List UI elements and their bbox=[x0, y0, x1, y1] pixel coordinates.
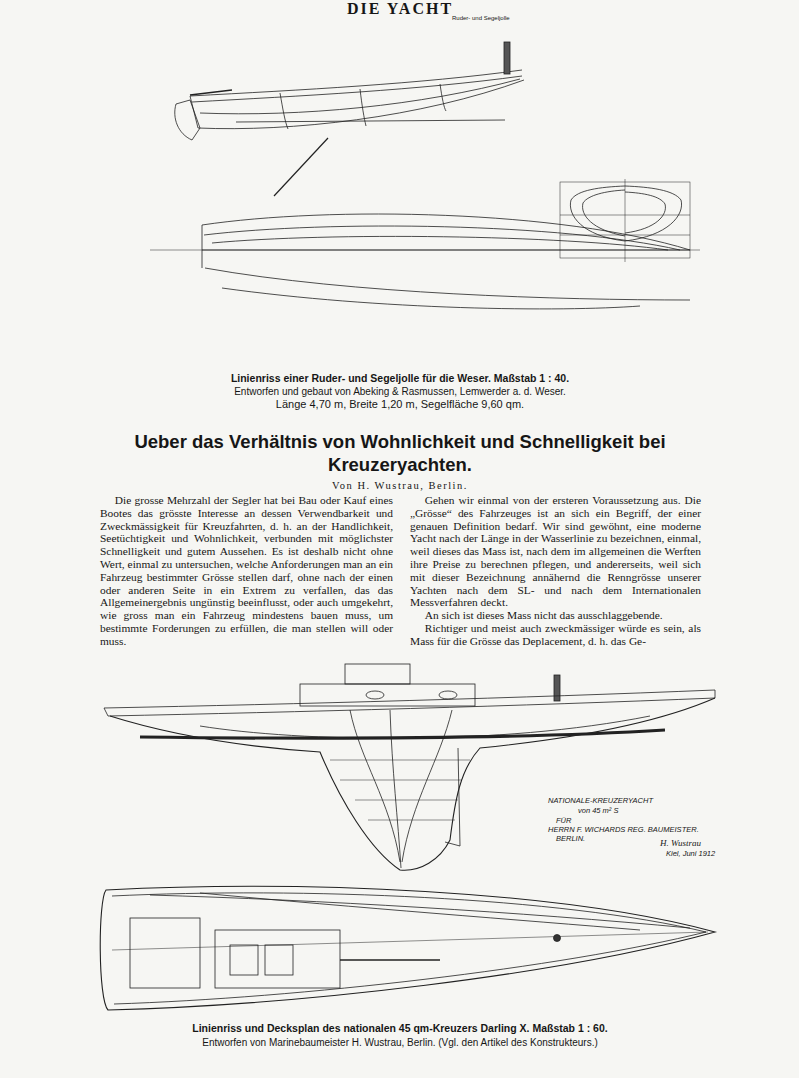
section-fore bbox=[625, 192, 665, 233]
waterline-curve bbox=[204, 226, 680, 250]
keel-waterlines bbox=[330, 760, 470, 820]
tiller bbox=[190, 90, 232, 95]
gunwale-line bbox=[192, 76, 522, 102]
section-aft bbox=[583, 190, 625, 236]
drawing-note: BERLIN. bbox=[556, 834, 585, 843]
sheer-line bbox=[108, 690, 715, 716]
author-line: Von H. Wustrau, Berlin. bbox=[250, 479, 550, 492]
keel-line bbox=[198, 80, 524, 129]
mast-position bbox=[554, 935, 561, 942]
grid-lines bbox=[560, 179, 690, 262]
drawing-title: Ruder- und Segeljolle bbox=[452, 15, 542, 22]
drawing-note: von 45 m² S bbox=[578, 806, 618, 815]
dinghy-body-plan bbox=[560, 179, 690, 262]
dinghy-half-breadth-plan bbox=[150, 214, 700, 309]
rail bbox=[340, 959, 440, 960]
covering-board bbox=[112, 893, 706, 1004]
drawing-note: FÜR bbox=[556, 816, 571, 825]
dinghy-profile bbox=[175, 42, 524, 196]
figure-dimensions: Länge 4,70 m, Breite 1,20 m, Segelfläche… bbox=[80, 398, 720, 411]
porthole bbox=[439, 691, 457, 699]
buttock-line bbox=[200, 716, 650, 738]
rudder bbox=[175, 100, 200, 140]
section-lines bbox=[350, 710, 452, 868]
designer-signature: H. Wustrau bbox=[660, 838, 701, 848]
figure-credit: Entworfen und gebaut von Abeking & Rasmu… bbox=[80, 385, 720, 398]
section-fore bbox=[625, 186, 682, 241]
drawing-note: HERRN F. WICHARDS REG. BAUMEISTER. bbox=[548, 825, 699, 834]
hatch bbox=[265, 945, 293, 975]
text-column: Gehen wir einmal von der ersteren Voraus… bbox=[410, 494, 701, 648]
cockpit bbox=[130, 918, 200, 988]
body-paragraph: An sich ist dieses Mass nicht das aussch… bbox=[410, 609, 701, 622]
diagonal-curve bbox=[150, 893, 690, 930]
centre-line bbox=[112, 932, 708, 950]
rudder bbox=[445, 748, 460, 846]
mast-stub bbox=[504, 42, 510, 74]
buttock-line bbox=[200, 79, 520, 114]
cabin-roof bbox=[345, 664, 410, 684]
stern-line bbox=[104, 708, 108, 716]
hull-and-keel bbox=[110, 698, 715, 870]
half-breadth-outline bbox=[202, 214, 690, 250]
figure-caption: Linienriss und Decksplan des nationalen … bbox=[60, 1022, 740, 1035]
text-column: Die grosse Mehrzahl der Segler hat bei B… bbox=[100, 494, 393, 648]
centre-line bbox=[150, 250, 700, 251]
porthole bbox=[366, 691, 384, 699]
article-title: Ueber das Verhältnis von Wohnlichkeit un… bbox=[100, 430, 700, 476]
boot-top-stripe bbox=[140, 730, 665, 738]
drawing-note: NATIONALE-KREUZERYACHT bbox=[548, 796, 653, 805]
station-lines bbox=[280, 84, 446, 129]
drawing-date: Kiel, Juni 1912 bbox=[666, 849, 715, 858]
yacht-deck-plan bbox=[100, 886, 715, 1010]
hatch bbox=[230, 945, 258, 975]
transom-line bbox=[202, 250, 203, 268]
water-line bbox=[236, 120, 505, 122]
waterline-curve bbox=[212, 236, 668, 250]
cabin-top bbox=[215, 930, 340, 988]
body-paragraph: Die grosse Mehrzahl der Segler hat bei B… bbox=[100, 494, 393, 648]
yacht-profile bbox=[104, 664, 715, 870]
deck-line bbox=[104, 690, 715, 708]
mast-stub bbox=[554, 675, 560, 701]
diagonal-curve bbox=[222, 288, 640, 309]
body-paragraph: Richtiger und meist auch zweckmässiger w… bbox=[410, 622, 701, 648]
figure-credit: Entworfen von Marinebaumeister H. Wustra… bbox=[60, 1036, 740, 1049]
deck-outline bbox=[100, 886, 715, 1010]
centreboard bbox=[274, 138, 328, 196]
figure-caption: Linienriss einer Ruder- und Segeljolle f… bbox=[80, 372, 720, 385]
body-paragraph: Gehen wir einmal von der ersteren Voraus… bbox=[410, 494, 701, 609]
